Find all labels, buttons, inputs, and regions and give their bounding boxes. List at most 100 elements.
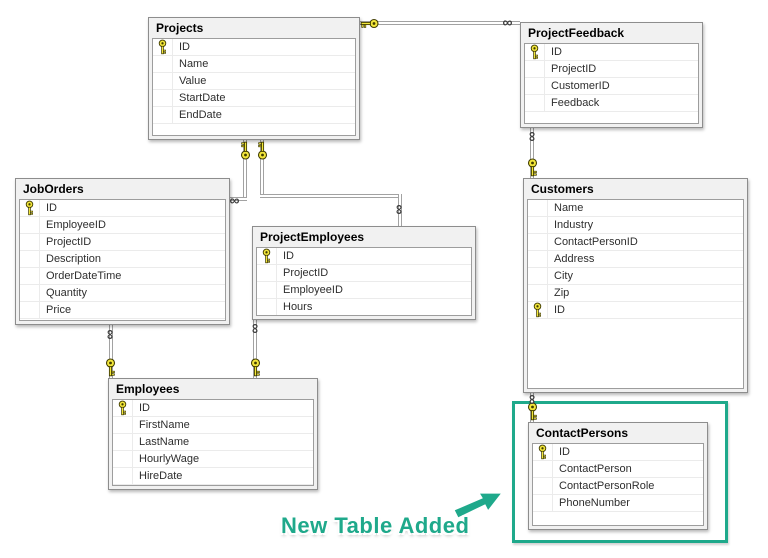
pk-cell (533, 461, 553, 477)
field-row-EndDate[interactable]: EndDate (153, 107, 355, 124)
table-title: ProjectEmployees (260, 230, 365, 244)
field-row-Quantity[interactable]: Quantity (20, 285, 225, 302)
field-name: ID (179, 41, 190, 53)
field-row-StartDate[interactable]: StartDate (153, 90, 355, 107)
relation-line-employees-joborders[interactable] (109, 325, 113, 378)
field-name: FirstName (139, 419, 190, 431)
field-row-ProjectID[interactable]: ProjectID (20, 234, 225, 251)
primary-key-icon (527, 402, 538, 421)
field-row-ID[interactable]: ID (153, 39, 355, 56)
field-row-FirstName[interactable]: FirstName (113, 417, 313, 434)
field-name: HireDate (139, 470, 183, 482)
field-row-ID[interactable]: ID (113, 400, 313, 417)
pk-cell (153, 90, 173, 106)
pk-cell (525, 95, 545, 111)
field-name: OrderDateTime (46, 270, 122, 282)
field-row-Price[interactable]: Price (20, 302, 225, 319)
relation-line-projects-joborders[interactable] (243, 140, 247, 201)
field-name: PhoneNumber (559, 497, 630, 509)
field-row-Hours[interactable]: Hours (257, 299, 471, 315)
field-name: ContactPerson (559, 463, 632, 475)
highlight-box (512, 401, 728, 543)
pk-cell (20, 200, 40, 216)
relation-line-projects-projectemployees[interactable] (260, 194, 402, 198)
field-row-ProjectID[interactable]: ProjectID (525, 61, 698, 78)
key-icon (250, 358, 261, 377)
field-name: Quantity (46, 287, 87, 299)
field-row-ID[interactable]: ID (20, 200, 225, 217)
field-row-Value[interactable]: Value (153, 73, 355, 90)
pk-cell (528, 234, 548, 250)
pk-cell (113, 434, 133, 450)
pk-cell (533, 444, 553, 460)
pk-cell (20, 302, 40, 318)
field-row-EmployeeID[interactable]: EmployeeID (20, 217, 225, 234)
relation-line-customers-projectfeedback[interactable] (530, 128, 534, 178)
field-name: Feedback (551, 97, 600, 109)
relation-line-employees-projectemployees[interactable] (253, 320, 257, 378)
field-row-ID[interactable]: ID (257, 248, 471, 265)
field-name: City (554, 270, 573, 282)
field-row-Feedback[interactable]: Feedback (525, 95, 698, 112)
field-row-ID[interactable]: ID (533, 444, 703, 461)
pk-cell (257, 248, 277, 264)
primary-key-icon (25, 200, 34, 216)
infinity-icon: ∞ (525, 131, 541, 142)
field-row-LastName[interactable]: LastName (113, 434, 313, 451)
field-row-HireDate[interactable]: HireDate (113, 468, 313, 485)
pk-cell (20, 234, 40, 250)
field-name: Zip (554, 287, 570, 299)
primary-key-icon (257, 141, 268, 160)
field-name: Address (554, 253, 595, 265)
field-row-Zip[interactable]: Zip (528, 285, 743, 302)
field-row-Name[interactable]: Name (153, 56, 355, 73)
relation-line-projects-joborders[interactable] (230, 197, 247, 201)
primary-key-icon (105, 358, 116, 377)
field-row-PhoneNumber[interactable]: PhoneNumber (533, 495, 703, 512)
field-row-ID[interactable]: ID (528, 302, 743, 319)
field-row-Industry[interactable]: Industry (528, 217, 743, 234)
field-row-HourlyWage[interactable]: HourlyWage (113, 451, 313, 468)
table-title: ProjectFeedback (528, 26, 625, 40)
field-name: ProjectID (551, 63, 597, 75)
field-name: ID (554, 304, 565, 316)
field-row-Name[interactable]: Name (528, 200, 743, 217)
field-row-ID[interactable]: ID (525, 44, 698, 61)
field-row-OrderDateTime[interactable]: OrderDateTime (20, 268, 225, 285)
pk-cell (113, 451, 133, 467)
relation-line-projects-projectemployees[interactable] (398, 194, 402, 226)
field-row-ContactPerson[interactable]: ContactPerson (533, 461, 703, 478)
field-row-City[interactable]: City (528, 268, 743, 285)
relation-line-projects-projectemployees[interactable] (260, 140, 264, 198)
field-name: Name (179, 58, 209, 70)
field-name: ContactPersonRole (559, 480, 655, 492)
field-row-ContactPersonRole[interactable]: ContactPersonRole (533, 478, 703, 495)
field-row-CustomerID[interactable]: CustomerID (525, 78, 698, 95)
pk-cell (525, 44, 545, 60)
field-row-Address[interactable]: Address (528, 251, 743, 268)
field-row-EmployeeID[interactable]: EmployeeID (257, 282, 471, 299)
field-name: EmployeeID (283, 284, 343, 296)
relation-line-projects-projectfeedback[interactable] (360, 21, 520, 25)
field-row-ContactPersonID[interactable]: ContactPersonID (528, 234, 743, 251)
annotation-label: New Table Added (281, 513, 470, 538)
pk-cell (533, 478, 553, 494)
field-row-Description[interactable]: Description (20, 251, 225, 268)
primary-key-icon (158, 39, 167, 55)
annotation-arrow-icon (453, 492, 504, 519)
pk-cell (257, 265, 277, 281)
field-row-ProjectID[interactable]: ProjectID (257, 265, 471, 282)
pk-cell (20, 217, 40, 233)
table-title: Customers (531, 182, 594, 196)
pk-cell (528, 285, 548, 301)
table-projectfeedback[interactable]: ProjectFeedback ID ProjectID CustomerID Fee… (520, 22, 703, 128)
